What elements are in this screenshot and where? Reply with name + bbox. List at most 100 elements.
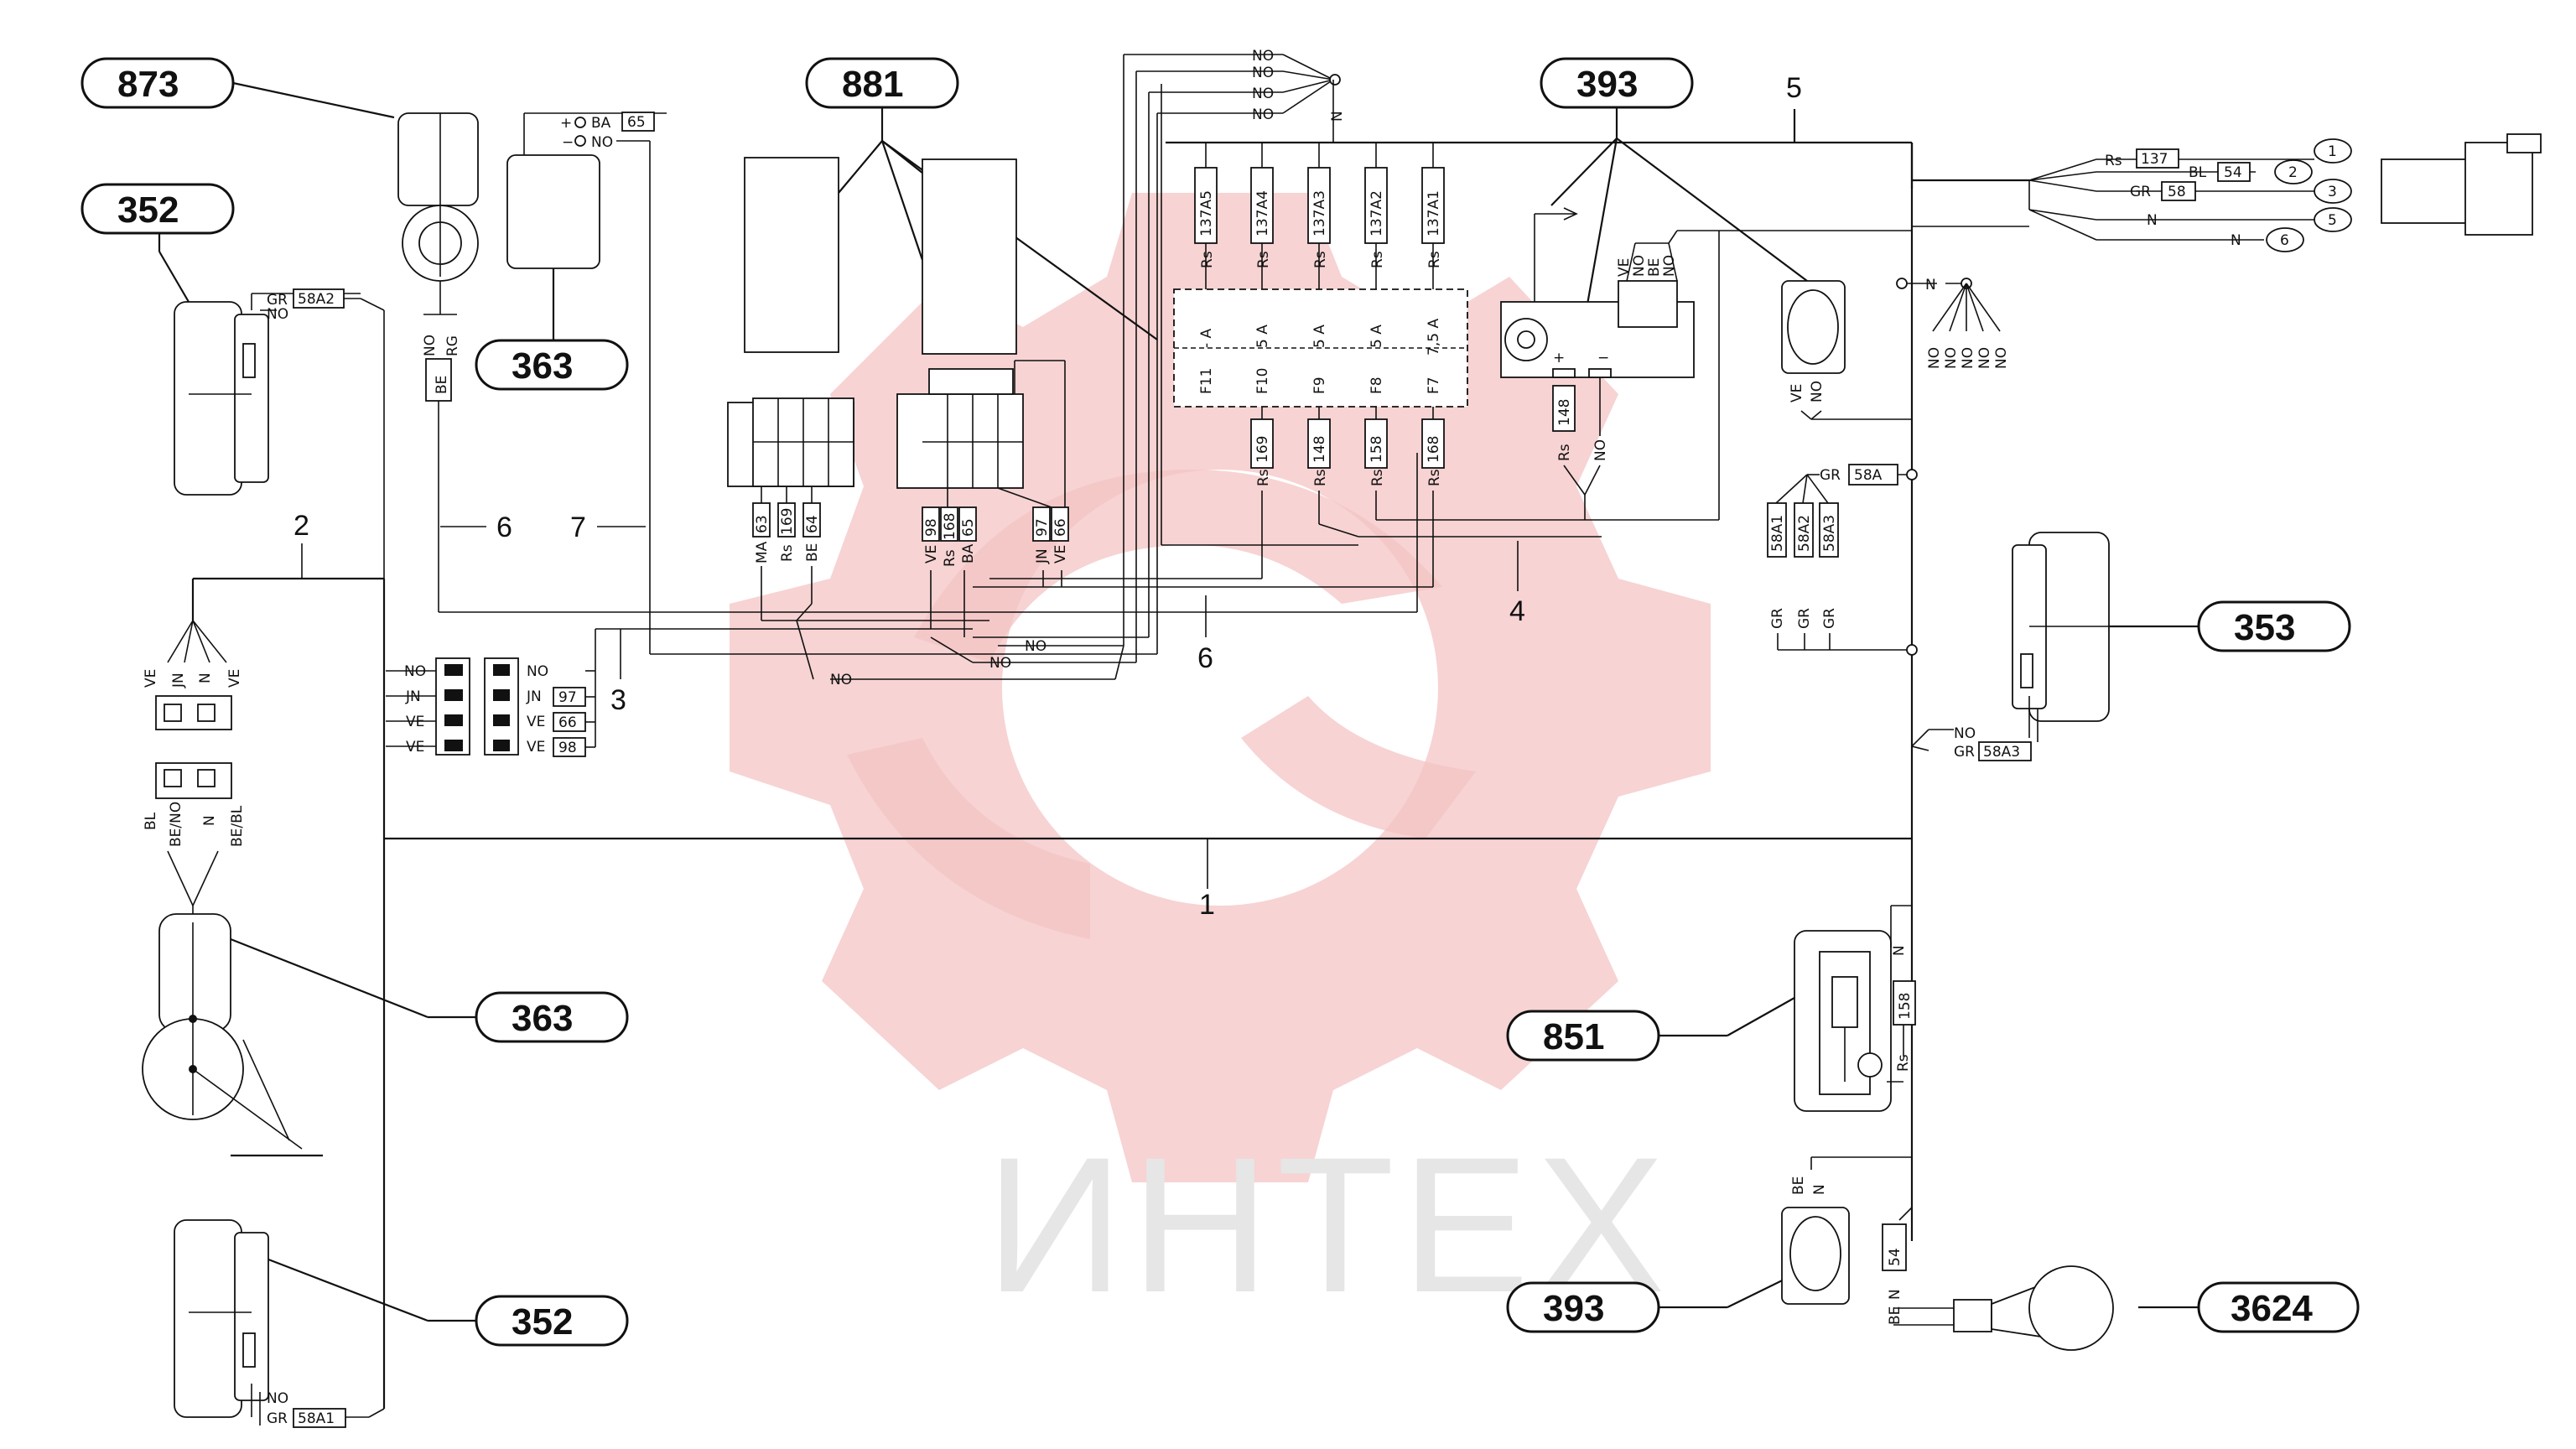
svg-text:6: 6 xyxy=(2280,232,2289,249)
svg-text:66: 66 xyxy=(558,714,577,731)
svg-text:BL: BL xyxy=(143,812,159,830)
svg-text:VE: VE xyxy=(406,739,424,756)
svg-text:58A1: 58A1 xyxy=(1769,515,1786,552)
svg-text:F7: F7 xyxy=(1426,377,1442,394)
svg-text:F9: F9 xyxy=(1311,377,1328,394)
svg-text:158: 158 xyxy=(1368,436,1385,463)
svg-text:NO: NO xyxy=(404,663,426,680)
branch-labels: 1 2 3 4 5 6 6 7 xyxy=(293,72,1802,921)
svg-text:Rs: Rs xyxy=(1255,251,1272,268)
fuse-f7: 137A1 Rs 7,5 A F7 xyxy=(1421,143,1445,394)
callout-363-top: 363 xyxy=(475,268,629,391)
svg-text:GR: GR xyxy=(1954,744,1975,761)
svg-text:−: − xyxy=(562,134,574,151)
svg-text:NO: NO xyxy=(830,672,852,688)
svg-text:MA: MA xyxy=(754,541,771,564)
svg-text:353: 353 xyxy=(2234,607,2295,648)
svg-text:NO: NO xyxy=(1252,106,1274,123)
svg-text:BE: BE xyxy=(1790,1176,1807,1195)
callout-393-bottom: 393 xyxy=(1506,1265,1812,1333)
callout-353: 353 xyxy=(2080,600,2351,652)
svg-text:N: N xyxy=(1925,277,1936,293)
svg-text:NO: NO xyxy=(1252,48,1274,65)
svg-text:F10: F10 xyxy=(1254,368,1271,394)
svg-text:58A: 58A xyxy=(1854,467,1883,484)
svg-text:Rs: Rs xyxy=(1426,251,1443,268)
svg-text:851: 851 xyxy=(1543,1016,1604,1057)
svg-text:137A3: 137A3 xyxy=(1311,190,1328,236)
svg-text:NO: NO xyxy=(1976,347,1993,369)
svg-text:Rs: Rs xyxy=(1312,469,1329,486)
svg-text:137A2: 137A2 xyxy=(1368,190,1385,236)
svg-text:158: 158 xyxy=(1897,993,1914,1020)
svg-text:148: 148 xyxy=(1311,436,1328,463)
svg-text:NO: NO xyxy=(1252,65,1274,81)
svg-text:NO: NO xyxy=(1954,725,1976,742)
connector-branch-2: VE JN N VE BL BE/NO N BE/BL xyxy=(143,620,246,914)
svg-text:Rs: Rs xyxy=(1369,469,1386,486)
svg-text:VE: VE xyxy=(527,739,545,756)
svg-text:Rs: Rs xyxy=(1255,469,1272,486)
svg-text:JN: JN xyxy=(1034,548,1051,564)
svg-text:363: 363 xyxy=(512,345,573,387)
svg-text:98: 98 xyxy=(923,518,940,537)
svg-text:58A2: 58A2 xyxy=(298,291,335,308)
trailer-socket-icon xyxy=(2381,133,2542,236)
svg-text:881: 881 xyxy=(842,64,903,105)
svg-text:Rs: Rs xyxy=(1199,251,1216,268)
svg-text:BE: BE xyxy=(804,543,821,562)
svg-text:58A3: 58A3 xyxy=(1983,744,2020,761)
svg-text:3: 3 xyxy=(2328,184,2337,200)
svg-text:7,5 A: 7,5 A xyxy=(1426,319,1442,356)
svg-text:N: N xyxy=(197,673,214,683)
lamp-352-bottom: NO GR 58A1 xyxy=(174,1219,385,1428)
ground-bundle-top: NO NO NO NO N NO NO NO xyxy=(761,48,1346,688)
svg-text:GR: GR xyxy=(267,1410,288,1427)
svg-text:1: 1 xyxy=(2328,143,2337,160)
svg-text:JN: JN xyxy=(526,688,542,705)
svg-text:GR: GR xyxy=(1820,467,1841,484)
svg-text:VE: VE xyxy=(406,714,424,730)
svg-text:5 A: 5 A xyxy=(1254,325,1271,348)
switch-block-3: NO JN VE VE NO JN VE VE 97 66 98 xyxy=(386,628,973,757)
svg-text:RG: RG xyxy=(444,335,461,356)
svg-text:NO: NO xyxy=(527,663,548,680)
svg-text:N: N xyxy=(201,815,218,826)
svg-text:F11: F11 xyxy=(1198,368,1215,394)
svg-text:−: − xyxy=(1597,350,1609,366)
svg-text:VE: VE xyxy=(1789,384,1805,402)
svg-text:NO: NO xyxy=(1993,347,2010,369)
svg-text:Rs: Rs xyxy=(1556,444,1573,461)
sensor-3624: 54 N BE xyxy=(1882,1207,2114,1351)
svg-text:F8: F8 xyxy=(1368,377,1385,394)
relay-363: + BA 65 − NO xyxy=(506,112,1157,655)
svg-text:GR: GR xyxy=(1769,608,1786,629)
svg-text:54: 54 xyxy=(1887,1248,1903,1266)
svg-text:N: N xyxy=(1811,1184,1828,1195)
main-harness xyxy=(191,143,1914,1409)
svg-text:BE: BE xyxy=(1646,258,1663,277)
svg-text:97: 97 xyxy=(558,689,577,706)
svg-text:Rs: Rs xyxy=(1369,251,1386,268)
svg-text:Rs: Rs xyxy=(1895,1054,1912,1072)
svg-text:N: N xyxy=(2231,232,2241,249)
svg-text:NO: NO xyxy=(1960,347,1976,369)
svg-text:137A5: 137A5 xyxy=(1198,190,1215,236)
callout-873: 873 xyxy=(80,57,395,119)
svg-text:N: N xyxy=(1891,945,1908,956)
svg-text:Rs: Rs xyxy=(2105,153,2122,169)
callout-352-bottom: 352 xyxy=(263,1256,629,1347)
svg-text:5: 5 xyxy=(1786,72,1802,104)
svg-text:148: 148 xyxy=(1556,399,1573,426)
svg-text:97: 97 xyxy=(1034,518,1051,537)
svg-text:BA: BA xyxy=(591,115,611,132)
lamp-352-top: GR NO 58A2 xyxy=(174,288,385,579)
callout-363-mid: 363 xyxy=(230,937,629,1043)
svg-text:5 A: 5 A xyxy=(1368,325,1385,348)
svg-text:352: 352 xyxy=(117,190,179,231)
svg-text:1: 1 xyxy=(1199,889,1215,921)
svg-text:BE: BE xyxy=(1887,1306,1903,1325)
svg-text:393: 393 xyxy=(1543,1288,1604,1329)
svg-text:Rs: Rs xyxy=(1426,469,1443,486)
